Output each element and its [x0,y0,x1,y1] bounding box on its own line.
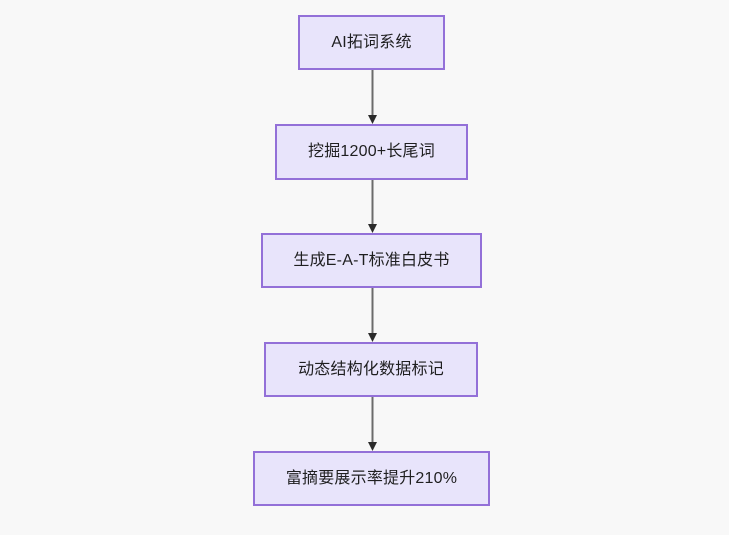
edge-arrowhead [367,442,377,451]
flowchart-node-n4[interactable]: 动态结构化数据标记 [264,342,478,397]
flowchart-node-n5[interactable]: 富摘要展示率提升210% [253,451,490,506]
flowchart-node-n3[interactable]: 生成E-A-T标准白皮书 [261,233,482,288]
flowchart-node-label: 富摘要展示率提升210% [285,469,458,487]
flowchart-node-label: 动态结构化数据标记 [298,360,444,378]
flowchart-node-label: 挖掘1200+长尾词 [308,143,435,161]
edge-arrowhead [367,333,377,342]
edge-n3-to-n4 [367,288,377,342]
flowchart-node-label: AI拓词系统 [331,33,412,51]
edge-n4-to-n5 [367,397,377,451]
edge-arrowhead [367,224,377,233]
edge-n1-to-n2 [367,70,377,124]
flowchart-node-n1[interactable]: AI拓词系统 [298,15,445,70]
edge-n2-to-n3 [367,180,377,233]
edge-arrowhead [367,115,377,124]
flowchart-node-n2[interactable]: 挖掘1200+长尾词 [275,124,468,180]
flowchart-node-label: 生成E-A-T标准白皮书 [293,251,450,269]
